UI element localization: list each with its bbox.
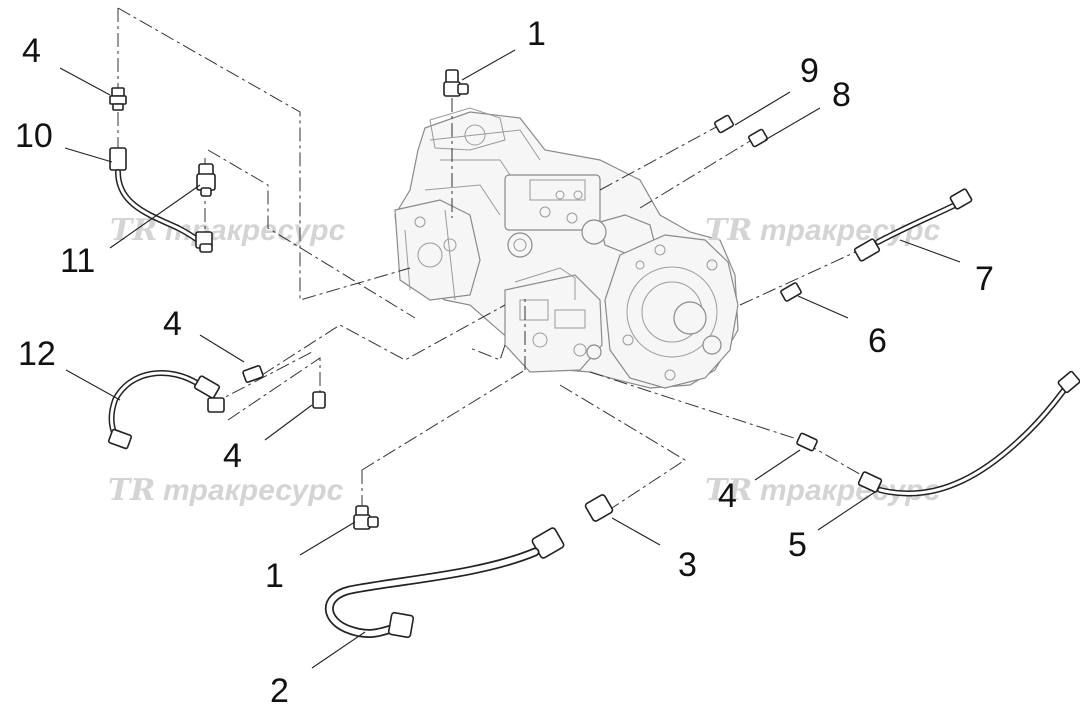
- hose-7: [853, 188, 973, 262]
- watermark-text: тракресурс: [760, 214, 941, 247]
- leader-lines: [59, 49, 961, 669]
- watermark-logo: TR: [705, 473, 752, 508]
- callout-label: 1: [527, 15, 546, 53]
- watermark-text: тракресурс: [163, 474, 344, 507]
- hose-12: [107, 370, 225, 450]
- callout-label: 6: [868, 322, 887, 360]
- callout-label: 10: [15, 117, 53, 155]
- callout-label: 4: [223, 437, 242, 475]
- callout-label: 4: [163, 305, 182, 343]
- adapter-fitting: [312, 391, 326, 409]
- watermark-logo: TR: [108, 473, 155, 508]
- fitting-9: [714, 114, 734, 134]
- callout-label: 5: [788, 526, 807, 564]
- hydraulic-pump-assembly: [394, 107, 739, 389]
- callout-label: 11: [60, 242, 95, 280]
- adapter-fitting: [796, 432, 818, 452]
- callout-label: 1: [265, 557, 284, 595]
- callout-label: 3: [678, 546, 697, 584]
- hose-10: [109, 147, 213, 253]
- tee-fitting-top: [443, 69, 469, 97]
- adapter-fitting: [109, 87, 127, 111]
- hose-2: [324, 527, 565, 639]
- callout-label: 2: [270, 672, 289, 710]
- fitting-6: [780, 282, 802, 302]
- tee-fitting-11: [196, 163, 216, 197]
- callout-label: 9: [800, 52, 819, 90]
- adapter-fitting: [242, 365, 264, 383]
- callout-label: 8: [832, 76, 851, 114]
- hose-5: [857, 370, 1080, 497]
- callout-label: 7: [975, 260, 994, 298]
- fitting-3: [584, 494, 614, 522]
- callout-label: 4: [718, 477, 737, 515]
- callout-labels: 1 2 3 4 5 6 7 8 9 10 11 12 4 4 4 1: [15, 15, 994, 710]
- callout-label: 4: [22, 32, 41, 70]
- watermark-text: тракресурс: [760, 474, 941, 507]
- fitting-8: [748, 128, 768, 148]
- watermark-logo: TR: [705, 213, 752, 248]
- callout-label: 12: [18, 335, 56, 373]
- watermark-text: тракресурс: [165, 214, 346, 247]
- tee-fitting-bottom: [353, 505, 379, 530]
